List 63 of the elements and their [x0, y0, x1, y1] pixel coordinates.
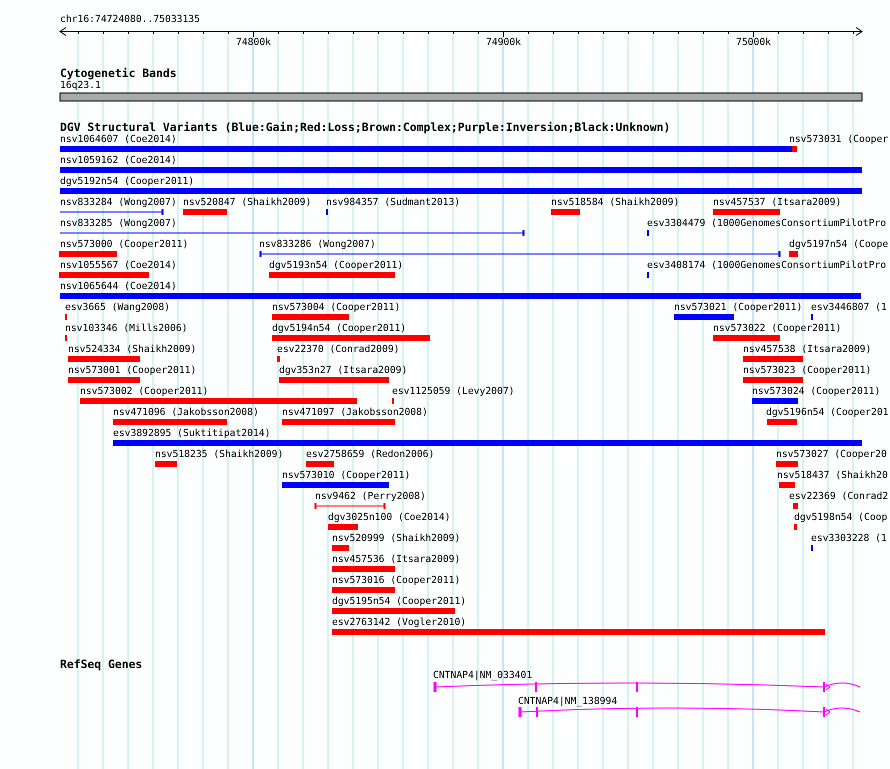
- variant-label: esv3304479 (1000GenomesConsortiumPilotPro: [647, 218, 886, 230]
- variant-label: nsv471096 (Jakobsson2008): [113, 407, 259, 419]
- coordinate-range-label: chr16:74724080..75033135: [60, 14, 200, 26]
- variant-label: nsv457537 (Itsara2009): [713, 197, 842, 209]
- variant-label: nsv1064607 (Coe2014): [60, 134, 177, 146]
- variant-label: nsv471097 (Jakobsson2008): [282, 407, 428, 419]
- variant-label: dgv5194n54 (Cooper2011): [272, 323, 406, 335]
- variant-label: nsv520847 (Shaikh2009): [183, 197, 312, 209]
- variant-label: dgv5196n54 (Cooper201: [766, 407, 888, 419]
- variant-label: esv3892895 (Suktitipat2014): [113, 428, 270, 440]
- variant-label: esv2758659 (Redon2006): [306, 449, 434, 461]
- variant-label: nsv573002 (Cooper2011): [80, 386, 208, 398]
- variant-label: nsv1059162 (Coe2014): [60, 155, 177, 167]
- variant-label: dgv5198n54 (Coop: [794, 512, 888, 524]
- variant-label: nsv1055567 (Coe2014): [60, 260, 177, 272]
- variant-label: esv3665 (Wang2008): [65, 302, 170, 314]
- variant-label: nsv573000 (Cooper2011): [60, 239, 188, 251]
- variant-label: nsv573010 (Cooper2011): [282, 470, 410, 482]
- variant-label: nsv573031 (Cooper: [789, 134, 888, 146]
- variant-label: dgv5192n54 (Cooper2011): [60, 176, 194, 188]
- variant-label: nsv518437 (Shaikh20: [777, 470, 888, 482]
- variant-label: nsv984357 (Sudmant2013): [326, 197, 460, 209]
- variant-label: nsv573004 (Cooper2011): [272, 302, 400, 314]
- track-title: RefSeq Genes: [60, 658, 142, 670]
- variant-label: nsv833284 (Wong2007): [60, 197, 177, 209]
- track-title: DGV Structural Variants (Blue:Gain;Red:Loss;Brown:Complex;Purple:Inversion;Black:Unknown): [60, 121, 670, 133]
- variant-label: esv2763142 (Vogler2010): [332, 617, 466, 629]
- variant-label: nsv9462 (Perry2008): [315, 491, 426, 503]
- variant-label: esv3446807 (1: [811, 302, 887, 314]
- variant-label: dgv5193n54 (Cooper2011): [269, 260, 404, 272]
- variant-label: nsv573022 (Cooper2011): [713, 323, 842, 335]
- variant-label: nsv573023 (Cooper2011): [743, 365, 872, 377]
- variant-label: dgv353n27 (Itsara2009): [279, 365, 408, 377]
- variant-label: nsv520999 (Shaikh2009): [332, 533, 460, 545]
- variant-label: nsv573021 (Cooper2011): [674, 302, 802, 314]
- variant-label: nsv573027 (Cooper20: [776, 449, 887, 461]
- variant-label: nsv524334 (Shaikh2009): [68, 344, 196, 356]
- variant-label: nsv1065644 (Coe2014): [60, 281, 177, 293]
- scale-tick-label: 74900k: [486, 37, 521, 49]
- scale-tick-label: 74800k: [236, 37, 271, 49]
- variant-label: nsv457536 (Itsara2009): [332, 554, 460, 566]
- gene-label: CNTNAP4|NM_138994: [518, 696, 618, 708]
- variant-label: nsv573016 (Cooper2011): [332, 575, 460, 587]
- variant-label: dgv5195n54 (Cooper2011): [332, 596, 466, 608]
- variant-label: nsv457538 (Itsara2009): [743, 344, 872, 356]
- variant-label: nsv833285 (Wong2007): [60, 218, 177, 230]
- variant-label: dgv3025n100 (Coe2014): [328, 512, 450, 524]
- band-label: 16q23.1: [60, 80, 101, 92]
- variant-label: esv22370 (Conrad2009): [277, 344, 400, 356]
- variant-label: esv3303228 (1: [811, 533, 887, 545]
- variant-label: nsv573024 (Cooper2011): [752, 386, 880, 398]
- scale-tick-label: 75000k: [736, 37, 771, 49]
- variant-label: dgv5197n54 (Coope: [789, 239, 888, 251]
- track-title: Cytogenetic Bands: [60, 67, 177, 79]
- variant-label: esv1125059 (Levy2007): [392, 386, 514, 398]
- variant-label: nsv573001 (Cooper2011): [68, 365, 196, 377]
- gene-label: CNTNAP4|NM_033401: [433, 670, 532, 682]
- variant-label: nsv518584 (Shaikh2009): [551, 197, 680, 209]
- variant-label: nsv833286 (Wong2007): [259, 239, 376, 251]
- variant-label: nsv103346 (Mills2006): [65, 323, 188, 335]
- variant-label: esv3408174 (1000GenomesConsortiumPilotPro: [647, 260, 886, 272]
- variant-label: esv22369 (Conrad2: [789, 491, 888, 503]
- variant-label: nsv518235 (Shaikh2009): [155, 449, 284, 461]
